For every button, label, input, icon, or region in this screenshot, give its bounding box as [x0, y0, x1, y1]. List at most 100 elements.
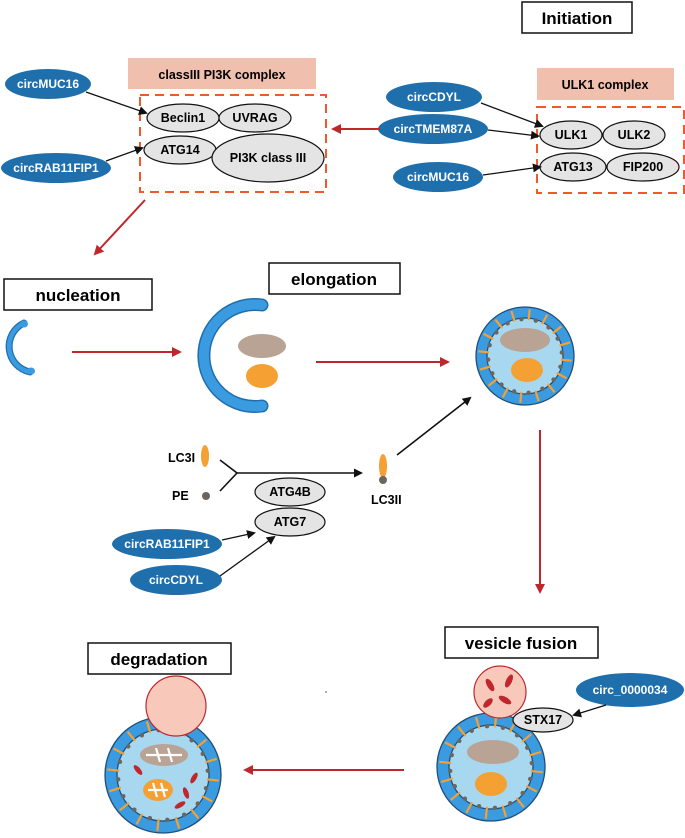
autophagosome-pe-dot: [519, 316, 524, 322]
autophagosome-lc3-mark: [494, 318, 504, 329]
autophagosome-lc3-mark: [527, 309, 531, 321]
fusion-vesicle-pe-dot: [500, 725, 506, 730]
lysosomal-enzyme: [190, 772, 198, 784]
lc3i-marker: [201, 445, 209, 467]
atg7-label: ATG7: [274, 515, 306, 529]
autolysosome-pe-dot: [200, 751, 205, 757]
circmuc16-pi3k-label: circMUC16: [17, 77, 79, 91]
fusion-cargo-orange: [475, 772, 507, 796]
autolysosome-lc3-mark: [196, 738, 208, 749]
protein-atg7: ATG7: [254, 507, 326, 537]
arrow-circrab11fip1-to-atg14: [105, 146, 144, 162]
autolysosome-lc3-mark: [201, 794, 213, 803]
fusion-cargo-taupe: [467, 740, 519, 764]
autophagosome-lc3-mark: [479, 365, 491, 371]
fusion-vesicle-pe-dot: [476, 804, 482, 809]
ulk2-label: ULK2: [618, 128, 651, 142]
pi3k-complex-header: classIII PI3K complex: [128, 58, 316, 89]
fusion-vesicle-lc3-mark: [521, 733, 532, 743]
lc3i-label: LC3I: [168, 451, 195, 465]
pe-marker: [202, 492, 210, 500]
phagophore-nucleation: [5, 319, 35, 376]
autolysosome-lc3-mark: [118, 801, 130, 812]
autophagosome-cargo-taupe: [500, 328, 550, 352]
lysosome-degradation: [145, 675, 207, 737]
elongation-label: elongation: [291, 270, 377, 289]
arrow-circrab11fip1-to-atg7: [221, 530, 256, 541]
initiation-box: Initiation: [521, 1, 633, 34]
autophagosome-pe-dot: [559, 350, 565, 355]
fusion-vesicle-lc3-mark: [525, 784, 538, 793]
protein-ulk2: ULK2: [602, 120, 666, 150]
autophagosome-lc3-mark: [501, 387, 509, 398]
cargo-breakdown-marks-2: [148, 782, 168, 798]
fusion-vesicle-lc3-mark: [528, 750, 542, 757]
arrow-circ0000034-to-stx17: [572, 704, 607, 718]
autophagosome-lc3-mark: [552, 325, 563, 335]
fusion-vesicle-lc3-mark: [440, 777, 454, 784]
circrna-circrab11fip1-pi3k: circRAB11FIP1: [1, 153, 111, 183]
ulk1-complex-header: ULK1 complex: [537, 68, 674, 100]
autophagosome-lc3-mark: [559, 341, 571, 347]
circrna-circcdyl-ulk: circCDYL: [386, 82, 482, 112]
autolysosome-pe-dot: [116, 777, 121, 782]
autophagosome-pe-dot: [499, 382, 504, 387]
circrna-circ0000034: circ_0000034: [576, 673, 684, 707]
autophagosome-lc3-mark: [483, 332, 494, 340]
autolysosome-pe-dot: [189, 738, 194, 743]
autolysosome-lc3-mark: [126, 730, 137, 742]
lc3ii-marker: [379, 454, 387, 478]
autophagosome-lc3-mark: [519, 391, 523, 403]
fusion-vesicle-lc3-mark: [439, 760, 452, 765]
autophagosome-pe-dot: [505, 321, 510, 326]
fusion-vesicle-lc3-mark: [501, 804, 508, 818]
circrab11fip1-atg-label: circRAB11FIP1: [124, 537, 210, 551]
autophagosome-pe-dot: [551, 377, 556, 382]
lysosomal-enzyme: [174, 801, 186, 809]
autolysosome-lc3-mark: [189, 808, 200, 820]
autophagosome-lc3-mark: [478, 350, 490, 354]
autolysosome-lc3-mark: [206, 778, 219, 782]
autolysosome-lc3-mark: [109, 786, 122, 793]
circrna-circmuc16-ulk: circMUC16: [393, 162, 483, 192]
fusion-autophagosome: [436, 712, 546, 822]
autolysosome-pe-dot: [121, 793, 126, 799]
initiation-label: Initiation: [542, 9, 613, 28]
autophagosome-lc3-mark: [556, 372, 567, 380]
lc3ii-label: LC3II: [371, 493, 402, 507]
lysosomal-enzyme: [182, 787, 190, 799]
autolysosome-pe-dot: [181, 812, 187, 817]
fusion-vesicle-lc3-mark: [530, 769, 543, 774]
fusion-vesicle-lumen: [448, 724, 534, 810]
lc3-conjugation: LC3I PE LC3II: [168, 396, 472, 507]
circmuc16-ulk-label: circMUC16: [407, 170, 469, 184]
pi3k-complex-title: classIII PI3K complex: [158, 68, 285, 82]
protein-pi3k-class3: PI3K class III: [211, 133, 325, 183]
autophagosome-lc3-mark: [510, 310, 516, 322]
stx17-label: STX17: [524, 713, 562, 727]
protein-fip200: FIP200: [606, 152, 680, 182]
autolysosome-lc3-mark: [145, 721, 152, 734]
elongation-box: elongation: [268, 262, 401, 295]
ulk1-complex-title: ULK1 complex: [562, 78, 649, 92]
autophagosome-pe-dot: [546, 325, 551, 330]
protein-stx17: STX17: [512, 707, 574, 733]
autophagosome-pe-dot: [485, 357, 491, 362]
autophagosome-lc3-mark: [487, 377, 498, 387]
autophagosome-pe-dot: [540, 386, 545, 391]
protein-ulk1: ULK1: [539, 120, 603, 150]
autolysosome-pe-dot: [195, 801, 200, 806]
arrow-lc3ii-to-autophagosome: [396, 396, 472, 456]
circrna-circcdyl-atg: circCDYL: [130, 565, 222, 595]
autophagosome-pe-dot: [511, 389, 517, 394]
fusion-vesicle-lc3-mark: [465, 801, 474, 814]
cargo-breakdown-marks: [146, 747, 182, 763]
arrow-circmuc16-to-atg13: [482, 163, 542, 176]
atg13-label: ATG13: [553, 160, 592, 174]
nucleation-box: nucleation: [3, 278, 153, 311]
autophagosome-pe-dot: [526, 390, 531, 396]
fusion-vesicle-pe-dot: [462, 796, 468, 801]
circrab11fip1-pi3k-label: circRAB11FIP1: [13, 161, 99, 175]
atg14-label: ATG14: [160, 143, 199, 157]
